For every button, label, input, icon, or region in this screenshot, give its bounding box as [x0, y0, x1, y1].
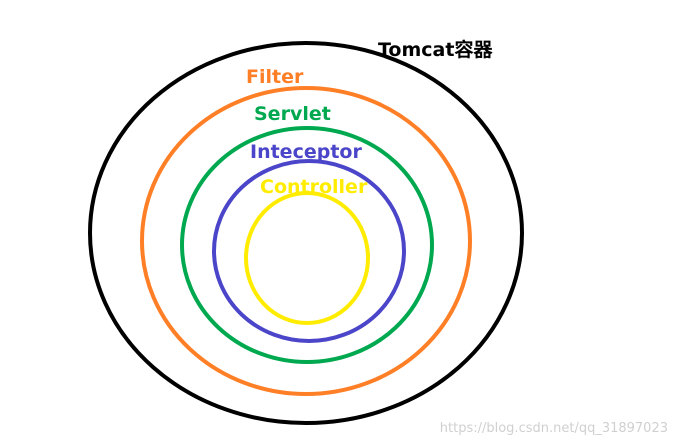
interceptor-ellipse: [212, 159, 406, 343]
servlet-ellipse: [180, 126, 434, 364]
servlet-label: Servlet: [254, 103, 331, 125]
controller-ellipse: [244, 191, 370, 325]
filter-label: Filter: [246, 66, 304, 88]
filter-ellipse: [140, 86, 472, 396]
tomcat-label: Tomcat容器: [378, 38, 493, 61]
interceptor-label: Inteceptor: [250, 141, 362, 163]
watermark-text: https://blog.csdn.net/qq_31897023: [440, 421, 668, 436]
tomcat-ellipse: [88, 41, 524, 425]
controller-label: Controller: [260, 176, 368, 198]
